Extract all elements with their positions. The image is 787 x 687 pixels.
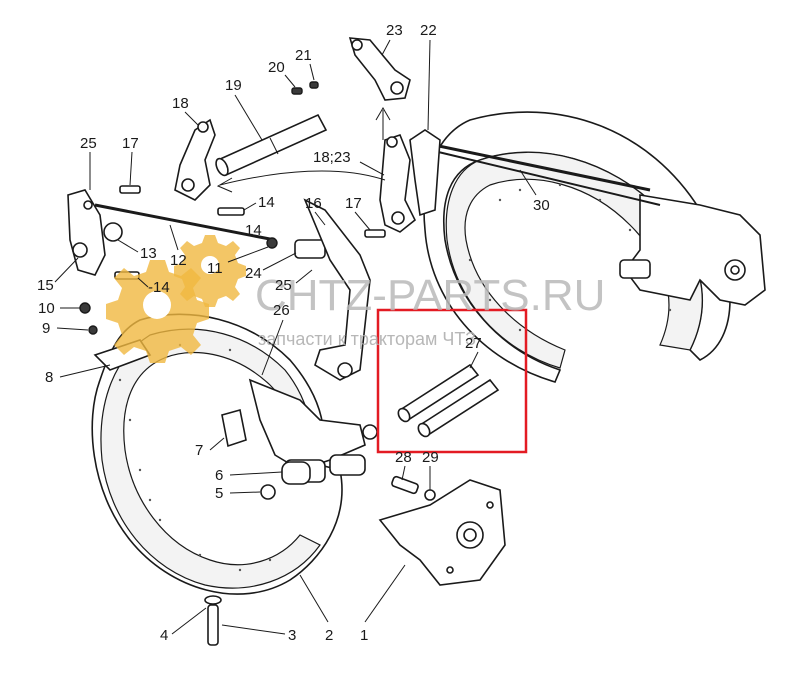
watermark: CHTZ-PARTS.RU запчасти к тракторам ЧТЗ (106, 235, 605, 363)
bolt-28 (391, 475, 419, 495)
nut-11 (266, 237, 278, 249)
lever-16 (303, 198, 371, 381)
callout-4: 4 (160, 627, 168, 644)
block-7 (221, 408, 247, 448)
nut-9 (88, 325, 98, 335)
callout-25-right: 25 (275, 277, 292, 294)
callout-22: 22 (420, 22, 437, 39)
callout-14: 14 (258, 194, 275, 211)
callout-2: 2 (325, 627, 333, 644)
callout-12: 12 (170, 252, 187, 269)
pin-20 (291, 87, 303, 95)
washer-13 (103, 222, 123, 242)
callout-14-lower: -14 (148, 279, 170, 296)
lever-assembly-18-23 (379, 129, 441, 233)
front-brake-band-2 (91, 313, 378, 595)
callout-10: 10 (38, 300, 55, 317)
callout-24: 24 (245, 265, 262, 282)
pin-21 (309, 81, 319, 89)
lever-18 (174, 118, 216, 201)
watermark-subtitle: запчасти к тракторам ЧТЗ (258, 329, 476, 349)
nut-10 (79, 302, 91, 314)
callout-6: 6 (215, 467, 223, 484)
highlight-box (376, 308, 528, 454)
watermark-gear-icon (106, 235, 246, 363)
callout-26: 26 (273, 302, 290, 319)
callout-23: 23 (386, 22, 403, 39)
callout-18-23: 18;23 (313, 149, 351, 166)
callout-20: 20 (268, 59, 285, 76)
callout-7: 7 (195, 442, 203, 459)
callout-30: 30 (533, 197, 550, 214)
callout-17-right: 17 (345, 195, 362, 212)
bolt-17 (119, 185, 141, 194)
bolt-17-right (364, 229, 386, 238)
washer-5 (260, 484, 276, 500)
bracket-1 (378, 479, 506, 586)
callout-14-middle: 14 (245, 222, 262, 239)
callout-21: 21 (295, 47, 312, 64)
callout-9: 9 (42, 320, 50, 337)
callout-13: 13 (140, 245, 157, 262)
callout-8: 8 (45, 369, 53, 386)
callout-19: 19 (225, 77, 242, 94)
callout-3: 3 (288, 627, 296, 644)
callout-1: 1 (360, 627, 368, 644)
watermark-title: CHTZ-PARTS.RU (255, 271, 605, 320)
callout-27: 27 (465, 335, 482, 352)
callout-17: 17 (122, 135, 139, 152)
washer-29 (424, 489, 436, 501)
callout-5: 5 (215, 485, 223, 502)
bushing-6 (281, 461, 311, 485)
callout-15: 15 (37, 277, 54, 294)
callout-18: 18 (172, 95, 189, 112)
callouts: 1 2 3 4 5 6 7 8 9 10 11 12 13 14 14 -14 … (37, 22, 550, 644)
assembly-arrow-curve (216, 170, 386, 193)
callout-29: 29 (422, 449, 439, 466)
front-band-texture (118, 343, 272, 572)
bolt-14 (217, 207, 245, 216)
callout-16: 16 (305, 195, 322, 212)
lever-23 (348, 37, 411, 101)
pin-19 (215, 113, 328, 177)
callout-25: 25 (80, 135, 97, 152)
assembly-arrow-up (375, 107, 391, 140)
pin-27 (397, 363, 500, 438)
callout-28: 28 (395, 449, 412, 466)
lever-15 (67, 189, 106, 276)
rod-12 (94, 203, 276, 242)
bolt-3 (204, 595, 222, 646)
clevis-24 (294, 239, 326, 259)
rear-brake-band-30 (409, 111, 766, 383)
callout-11: 11 (207, 260, 223, 277)
